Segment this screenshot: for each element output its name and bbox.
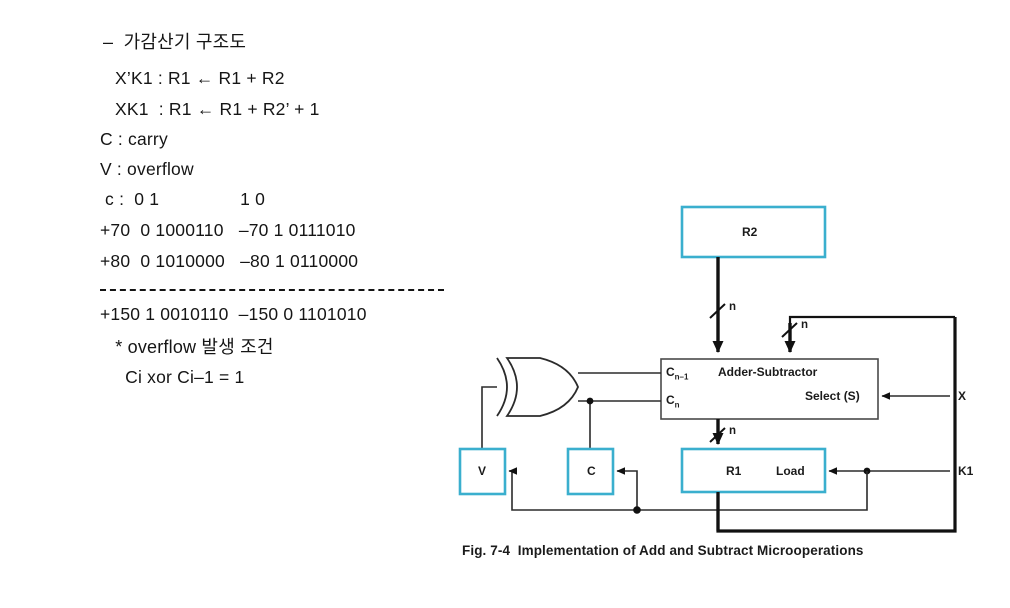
port-label-cn: Cn <box>666 394 680 409</box>
note-line-result-150: +150 1 0010110 –150 0 1101010 <box>100 304 367 324</box>
block-adder-subtractor-rect <box>660 358 879 420</box>
xor-gate <box>496 357 579 417</box>
block-v-label: V <box>478 464 487 478</box>
signal-label-x: X <box>958 389 967 403</box>
wire-outer-feedback-rail <box>716 317 957 533</box>
notes-separator-rule <box>100 289 444 291</box>
note-line-operand-80: +80 0 1010000 –80 1 0110000 <box>100 251 359 271</box>
bus-width-slash-feedback <box>781 322 798 338</box>
block-r2-rect <box>680 205 827 259</box>
port-label-cn-minus-1-text: C <box>666 365 675 379</box>
port-label-load: Load <box>776 464 805 478</box>
wire-outer-feedback-top <box>788 315 955 323</box>
bus-width-label-r2: n <box>729 301 737 313</box>
port-label-cn-minus-1: Cn–1 <box>666 366 688 381</box>
block-adder-subtractor-label: Adder-Subtractor <box>718 365 818 379</box>
junction-dot-cn-tap <box>586 397 594 405</box>
wire-clock-to-c <box>616 467 638 510</box>
note-line-title: – 가감산기 구조도 <box>103 32 247 52</box>
note-line-operand-70: +70 0 1000110 –70 1 0111010 <box>100 220 356 240</box>
block-r2-label: R2 <box>742 225 758 239</box>
junction-dot-clock-branch <box>633 506 641 514</box>
block-r1-label: R1 <box>726 464 742 478</box>
note-line-microop-add: X’K1 : R1 ← R1 + R2 <box>115 68 285 88</box>
note-line-carry-bits: c : 0 1 1 0 <box>100 189 266 209</box>
bus-width-label-out: n <box>729 425 737 437</box>
xor-gate-body <box>505 357 579 417</box>
block-r1-rect <box>680 447 827 494</box>
port-label-cn-minus-1-sub: n–1 <box>674 372 689 382</box>
note-line-overflow-condition-title: * overflow 발생 조건 <box>110 337 274 357</box>
note-line-overflow-legend: V : overflow <box>100 159 194 179</box>
port-label-select: Select (S) <box>805 389 860 403</box>
note-line-carry-legend: C : carry <box>100 129 168 149</box>
lecture-notes-column: – 가감산기 구조도 X’K1 : R1 ← R1 + R2 XK1 : R1 … <box>0 0 460 608</box>
signal-label-k1: K1 <box>958 464 974 478</box>
note-line-overflow-condition-expr: Ci xor Ci–1 = 1 <box>110 367 245 387</box>
xor-gate-extra-arc <box>496 357 508 417</box>
wire-clock-to-v <box>508 467 637 511</box>
port-label-cn-sub: n <box>674 400 680 410</box>
wire-k1-branch-to-flags <box>637 471 868 511</box>
wire-xor-out-to-v <box>481 386 497 449</box>
block-v-rect <box>458 447 507 496</box>
bus-width-label-feedback: n <box>801 319 809 331</box>
block-c-rect <box>566 447 615 496</box>
diagram-canvas <box>458 205 957 533</box>
block-c-label: C <box>587 464 596 478</box>
figure-caption: Fig. 7-4 Implementation of Add and Subtr… <box>462 543 864 558</box>
bus-width-slash-r2 <box>709 303 726 319</box>
bus-width-slash-out <box>709 427 726 443</box>
port-label-cn-text: C <box>666 393 675 407</box>
note-line-microop-subtract: XK1 : R1 ← R1 + R2’ + 1 <box>115 99 320 119</box>
adder-subtractor-block-diagram: R2 Adder-Subtractor Cn–1 Cn Select (S) X… <box>430 180 1010 580</box>
